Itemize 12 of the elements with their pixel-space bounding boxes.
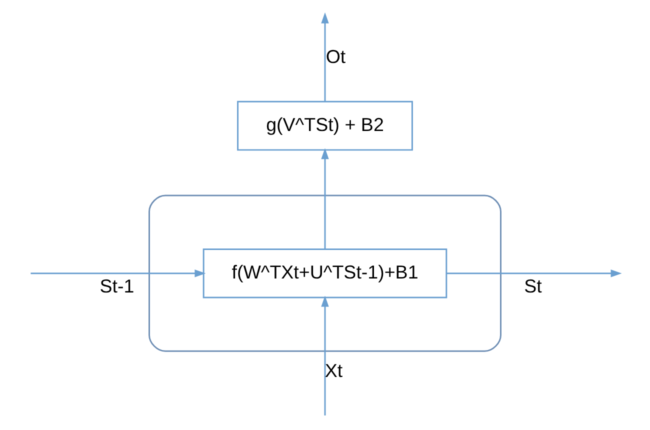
- cluster: [148, 194, 502, 352]
- node-box: f(W^TXt+U^TSt-1)+B1: [202, 248, 448, 298]
- arrow: [321, 12, 329, 102]
- arrow: [321, 296, 329, 416]
- edge-label: Ot: [326, 46, 346, 67]
- node-box: g(V^TSt) + B2: [237, 100, 413, 151]
- edge-label: St: [524, 275, 542, 296]
- arrow: [446, 270, 622, 278]
- arrow: [321, 148, 329, 249]
- edge-label: St-1: [100, 275, 134, 296]
- edge-label: Xt: [324, 360, 343, 381]
- arrow: [30, 270, 206, 278]
